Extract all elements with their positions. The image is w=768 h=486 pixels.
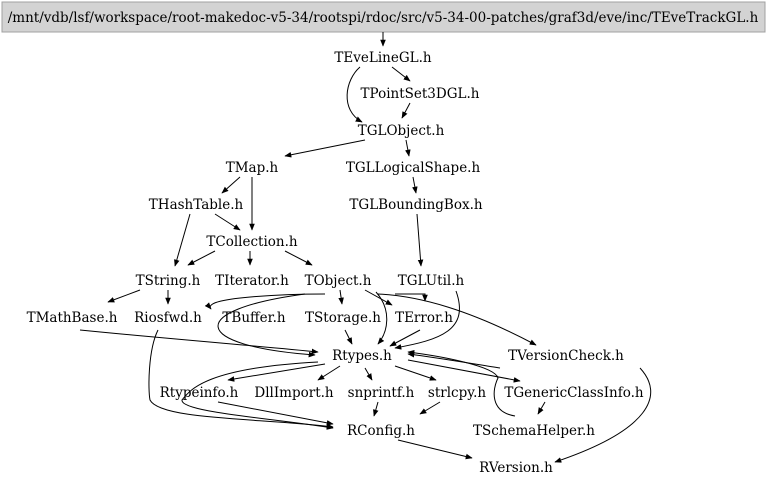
node-TCollection[interactable]: TCollection.h (206, 234, 298, 250)
edge-TMathBase-Rtypes (79, 329, 319, 355)
node-TObject[interactable]: TObject.h (305, 273, 372, 289)
node-TVersionCheck[interactable]: TVersionCheck.h (508, 348, 624, 364)
edge-TObject-TError (364, 289, 393, 306)
edge-TObject-TVersionCheck (377, 293, 537, 346)
edge-TEveLineGL-TPointSet3DGL (391, 66, 411, 82)
node-TStorage[interactable]: TStorage.h (305, 310, 381, 326)
edge-TGenericClassInfo-TSchemaHelper (537, 401, 546, 415)
edge-TString-TMathBase (107, 289, 141, 303)
node-TSchemaHelper[interactable]: TSchemaHelper.h (473, 423, 595, 439)
edge-RConfig-RVersion (397, 439, 473, 460)
edge-TMap-THashTable (221, 176, 241, 194)
node-TGLObject[interactable]: TGLObject.h (358, 123, 445, 139)
edge-snprintf-RConfig (373, 401, 379, 417)
edge-Rtypes-DllImport (317, 365, 341, 381)
edge-TObject-TStorage (338, 289, 344, 305)
edge-Rtypes-RConfig (181, 361, 334, 430)
node-Rtypes[interactable]: Rtypes.h (332, 348, 392, 364)
edge-TObject-Rtypes-b (217, 293, 316, 358)
edge-Rtypeinfo-RConfig (217, 401, 334, 426)
edge-TEveLineGL-TGLObject (346, 66, 363, 123)
node-TBuffer[interactable]: TBuffer.h (222, 310, 285, 326)
node-TMap[interactable]: TMap.h (226, 160, 279, 176)
node-TEveLineGL[interactable]: TEveLineGL.h (334, 50, 431, 66)
root-node-label: /mnt/vdb/lsf/workspace/root-makedoc-v5-3… (8, 10, 759, 26)
node-TPointSet3DGL[interactable]: TPointSet3DGL.h (361, 86, 480, 102)
node-DllImport[interactable]: DllImport.h (254, 385, 334, 401)
edge-TPointSet3DGL-TGLObject (401, 102, 411, 119)
node-TGLBoundingBox[interactable]: TGLBoundingBox.h (349, 197, 482, 213)
edge-TObject-TBuffer (204, 293, 326, 310)
node-TIterator[interactable]: TIterator.h (215, 273, 289, 289)
edge-TGLUtil-TError (395, 293, 428, 302)
nodes: TEveLineGL.h TPointSet3DGL.h TGLObject.h… (27, 50, 644, 476)
node-strlcpy[interactable]: strlcpy.h (428, 385, 486, 401)
edge-strlcpy-RConfig (419, 401, 441, 415)
node-snprintf[interactable]: snprintf.h (348, 385, 415, 401)
edge-TObject-Rtypes-a (375, 291, 388, 345)
edge-TStorage-Rtypes (344, 329, 353, 345)
edge-TGLObject-TGLLogicalShape (405, 139, 411, 157)
node-RVersion[interactable]: RVersion.h (479, 460, 553, 476)
node-TGLLogicalShape[interactable]: TGLLogicalShape.h (346, 160, 481, 176)
edge-Rtypes-TGenericClassInfo (407, 359, 521, 383)
edge-THashTable-TCollection (214, 213, 241, 231)
root-node-box (1, 1, 766, 33)
node-RConfig[interactable]: RConfig.h (347, 423, 415, 439)
edge-TCollection-TObject (284, 250, 313, 266)
node-TError[interactable]: TError.h (395, 310, 453, 326)
node-TGenericClassInfo[interactable]: TGenericClassInfo.h (504, 385, 644, 401)
node-THashTable[interactable]: THashTable.h (149, 197, 244, 213)
edge-TGenericClassInfo-Rtypes (407, 352, 501, 369)
edges (79, 32, 652, 463)
edge-TVersionCheck-RVersion (554, 367, 652, 463)
node-TMathBase[interactable]: TMathBase.h (27, 310, 118, 326)
node-TString[interactable]: TString.h (136, 273, 201, 289)
edge-TCollection-TString (187, 250, 216, 266)
edge-Rtypes-strlcpy (394, 365, 437, 381)
edge-TGLObject-TMap (284, 139, 366, 158)
edge-TSchemaHelper-Rtypes (407, 350, 516, 417)
edge-TGLUtil-Rtypes (394, 290, 460, 350)
edge-TError-Rtypes (389, 329, 421, 347)
node-Riosfwd[interactable]: Riosfwd.h (134, 310, 202, 326)
edge-THashTable-TString (174, 213, 191, 267)
node-Rtypeinfo[interactable]: Rtypeinfo.h (160, 385, 239, 401)
edge-Rtypes-snprintf (364, 367, 373, 381)
edge-TGLBoundingBox-TGLUtil (416, 213, 424, 267)
node-TGLUtil[interactable]: TGLUtil.h (398, 273, 465, 289)
edge-Rtypes-Rtypeinfo (227, 363, 326, 382)
edge-TGLLogicalShape-TGLBoundingBox (412, 176, 418, 194)
root-node[interactable]: /mnt/vdb/lsf/workspace/root-makedoc-v5-3… (1, 1, 766, 33)
edge-Riosfwd-RConfig (148, 329, 334, 430)
